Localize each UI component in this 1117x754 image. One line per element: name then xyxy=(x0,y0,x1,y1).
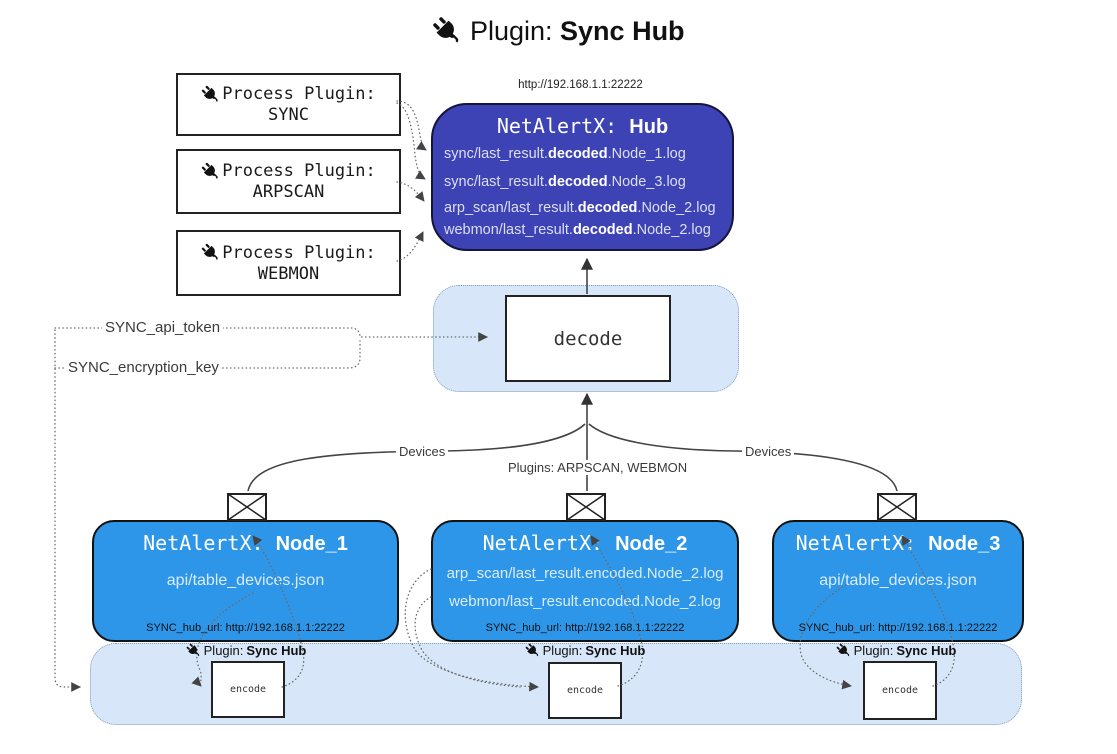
page-title: Plugin: Sync Hub xyxy=(0,16,1117,47)
band-plugin-label: Plugin: Sync Hub xyxy=(485,643,685,658)
process-plugin-box-webmon: Process Plugin: WEBMON xyxy=(176,230,401,296)
band-plugin-name: Sync Hub xyxy=(896,643,957,658)
node-hub-url: SYNC_hub_url: http://192.168.1.1:22222 xyxy=(485,622,685,634)
hub-url-label: http://192.168.1.1:22222 xyxy=(518,79,643,91)
encode-box-3: encode xyxy=(863,661,937,720)
node-title-prefix: NetAlertX: xyxy=(482,531,604,555)
edge-label-devices-right: Devices xyxy=(742,444,795,459)
page-title-prefix: Plugin: xyxy=(469,16,553,46)
log-pre: sync/last_result. xyxy=(444,174,548,190)
envelope-icon xyxy=(877,493,917,521)
edge-sync-to-hub-log1 xyxy=(396,100,427,151)
process-plugin-name: SYNC xyxy=(268,105,309,125)
node-title-prefix: NetAlertX: xyxy=(795,531,917,555)
hub-box: NetAlertX: Hub sync/last_result.decoded.… xyxy=(431,103,734,251)
plug-icon xyxy=(525,643,540,658)
node-title-prefix: NetAlertX: xyxy=(143,531,264,555)
page-title-name: Sync Hub xyxy=(560,16,685,46)
node-title-name: Node_1 xyxy=(275,533,348,555)
log-pre: webmon/last_result. xyxy=(444,222,573,238)
hub-title: NetAlertX: Hub xyxy=(433,114,732,139)
log-post: .Node_2.log xyxy=(632,222,711,238)
process-plugin-box-arpscan: Process Plugin: ARPSCAN xyxy=(176,149,401,214)
envelope-icon xyxy=(566,493,606,521)
band-plugin-label: Plugin: Sync Hub xyxy=(146,643,346,658)
node-title-name: Node_2 xyxy=(615,533,688,555)
node-hub-url: SYNC_hub_url: http://192.168.1.1:22222 xyxy=(798,622,998,634)
encode-label: encode xyxy=(229,684,267,695)
node-file: api/table_devices.json xyxy=(819,572,977,589)
setting-sync-encryption-key: SYNC_encryption_key xyxy=(65,359,222,376)
log-bold: decoded xyxy=(572,222,633,238)
band-plugin-prefix: Plugin: xyxy=(542,643,583,658)
node-file: webmon/last_result.encoded.Node_2.log xyxy=(449,593,721,610)
log-post: .Node_1.log xyxy=(607,146,686,162)
process-plugin-label: Process Plugin: xyxy=(222,84,376,104)
node-title: NetAlertX: Node_1 xyxy=(94,531,397,556)
log-post: .Node_3.log xyxy=(607,174,686,190)
process-plugin-label: Process Plugin: xyxy=(222,161,376,181)
edge-label-plugins: Plugins: ARPSCAN, WEBMON xyxy=(505,460,687,475)
log-pre: arp_scan/last_result. xyxy=(444,200,578,216)
node-hub-url: SYNC_hub_url: http://192.168.1.1:22222 xyxy=(146,622,345,634)
plug-icon xyxy=(836,643,851,658)
node-title-name: Node_3 xyxy=(928,533,1001,555)
node-title: NetAlertX: Node_3 xyxy=(774,531,1022,556)
plug-icon xyxy=(201,85,220,104)
node-title: NetAlertX: Node_2 xyxy=(433,531,737,556)
edge-label-devices-left: Devices xyxy=(396,444,449,459)
band-plugin-name: Sync Hub xyxy=(585,643,646,658)
edge-sync-to-hub-log2 xyxy=(396,102,426,180)
encode-box-2: encode xyxy=(548,662,622,719)
plug-icon xyxy=(201,162,220,181)
process-plugin-label: Process Plugin: xyxy=(222,242,376,263)
edge-settings-to-encode-band xyxy=(54,329,81,692)
log-post: .Node_2.log xyxy=(637,200,716,216)
node-file: api/table_devices.json xyxy=(166,572,325,589)
log-bold: decoded xyxy=(577,200,638,216)
plug-icon xyxy=(186,643,201,658)
node-box-node1: NetAlertX: Node_1 api/table_devices.json… xyxy=(92,520,399,642)
encode-label: encode xyxy=(566,685,604,696)
hub-title-name: Hub xyxy=(629,116,669,138)
plug-icon xyxy=(432,16,462,46)
band-plugin-label: Plugin: Sync Hub xyxy=(796,643,996,658)
decode-box: decode xyxy=(505,295,671,382)
encode-box-1: encode xyxy=(211,661,285,718)
node-box-node2: NetAlertX: Node_2 arp_scan/last_result.e… xyxy=(431,520,739,642)
hub-log-entry: arp_scan/last_result.decoded.Node_2.log xyxy=(444,200,716,216)
process-plugin-box-sync: Process Plugin: SYNC xyxy=(176,73,401,136)
log-pre: sync/last_result. xyxy=(444,146,548,162)
log-bold: decoded xyxy=(547,146,608,162)
hub-log-entry: sync/last_result.decoded.Node_3.log xyxy=(444,174,686,190)
process-plugin-name: ARPSCAN xyxy=(252,182,325,202)
band-plugin-prefix: Plugin: xyxy=(203,643,244,658)
hub-title-prefix: NetAlertX: xyxy=(496,114,618,138)
encode-label: encode xyxy=(881,685,919,696)
envelope-icon xyxy=(227,493,267,521)
edge-arpscan-to-hub-log3 xyxy=(396,181,425,202)
plug-icon xyxy=(201,243,220,262)
band-plugin-prefix: Plugin: xyxy=(853,643,894,658)
node-file: arp_scan/last_result.encoded.Node_2.log xyxy=(446,565,724,582)
band-plugin-name: Sync Hub xyxy=(246,643,307,658)
decode-label: decode xyxy=(553,327,623,350)
node-box-node3: NetAlertX: Node_3 api/table_devices.json… xyxy=(772,520,1024,642)
log-bold: decoded xyxy=(547,174,608,190)
hub-log-entry: webmon/last_result.decoded.Node_2.log xyxy=(444,222,711,238)
hub-log-entry: sync/last_result.decoded.Node_1.log xyxy=(444,146,686,162)
setting-sync-api-token: SYNC_api_token xyxy=(102,319,224,336)
process-plugin-name: WEBMON xyxy=(257,263,320,284)
